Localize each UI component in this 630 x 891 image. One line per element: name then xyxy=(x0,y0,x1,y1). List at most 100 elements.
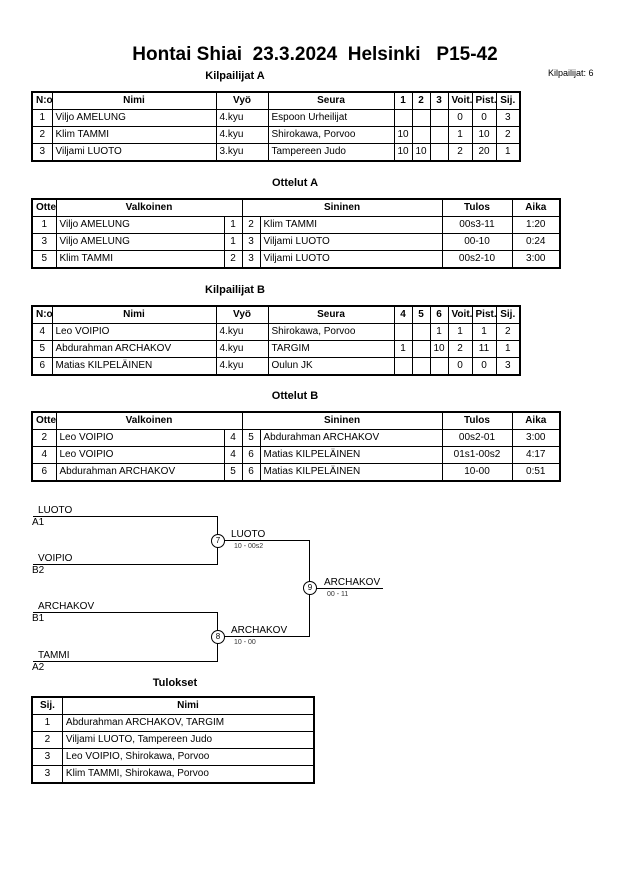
column-header: Seura xyxy=(267,305,395,324)
matches-b-table: OtteluValkoinenSininenTulosAika2Leo VOIP… xyxy=(31,411,561,482)
table-cell: Viljami LUOTO xyxy=(259,233,443,251)
column-header: Sininen xyxy=(241,411,443,430)
bracket-s2-top-seed: B1 xyxy=(32,613,45,624)
table-cell xyxy=(411,340,431,358)
column-header: Sij. xyxy=(495,91,521,110)
table-cell xyxy=(411,357,431,376)
column-header: Voit. xyxy=(447,91,473,110)
results-title: Tulokset xyxy=(152,677,198,689)
table-cell: Klim TAMMI xyxy=(55,250,225,269)
table-cell: 10-00 xyxy=(441,463,513,482)
pool-b-title: Kilpailijat B xyxy=(205,284,265,296)
bracket-line xyxy=(33,564,218,565)
column-header: Ottelu xyxy=(31,411,57,430)
table-cell: Espoon Urheilijat xyxy=(267,109,395,127)
bracket-s1-top-seed: A1 xyxy=(32,517,45,528)
column-header: 1 xyxy=(393,91,413,110)
table-cell: 01s1-00s2 xyxy=(441,446,513,464)
column-header: Tulos xyxy=(441,411,513,430)
table-cell: 0 xyxy=(471,357,497,376)
table-cell: Viljo AMELUNG xyxy=(55,216,225,234)
table-cell: Viljo AMELUNG xyxy=(55,233,225,251)
table-cell: 5 xyxy=(223,463,243,482)
table-cell: 4:17 xyxy=(511,446,561,464)
table-cell: 10 xyxy=(471,126,497,144)
table-cell: 1 xyxy=(223,233,243,251)
matches-a-title: Ottelut A xyxy=(271,177,319,189)
bracket-s1-bot-seed: B2 xyxy=(32,565,45,576)
table-cell xyxy=(411,126,431,144)
table-cell: 00s2-01 xyxy=(441,429,513,447)
table-cell: 4.kyu xyxy=(215,340,269,358)
table-cell: 4 xyxy=(223,429,243,447)
bracket-s1-bot-name: VOIPIO xyxy=(38,553,73,564)
table-cell: Abdurahman ARCHAKOV xyxy=(51,340,217,358)
match-9-score: 00 - 11 xyxy=(327,591,349,598)
table-cell: 6 xyxy=(241,463,261,482)
table-cell: Viljami LUOTO, Tampereen Judo xyxy=(61,731,315,749)
table-cell xyxy=(429,357,449,376)
page-title: Hontai Shiai 23.3.2024 Helsinki P15-42 xyxy=(132,44,498,65)
column-header: N:o xyxy=(31,91,53,110)
column-header: Aika xyxy=(511,198,561,217)
table-cell: Shirokawa, Porvoo xyxy=(267,126,395,144)
table-cell: Abdurahman ARCHAKOV xyxy=(55,463,225,482)
table-cell: 2 xyxy=(31,429,57,447)
table-cell: Tampereen Judo xyxy=(267,143,395,162)
match-9-winner: ARCHAKOV xyxy=(324,577,381,588)
match-9-marker: 9 xyxy=(303,581,317,595)
column-header: 4 xyxy=(393,305,413,324)
table-cell: 1 xyxy=(31,714,63,732)
table-cell: 0 xyxy=(447,109,473,127)
column-header: Valkoinen xyxy=(55,198,243,217)
column-header: 2 xyxy=(411,91,431,110)
column-header: 6 xyxy=(429,305,449,324)
match-8-score: 10 - 00 xyxy=(234,639,256,646)
bracket-line xyxy=(33,661,218,662)
table-cell: 3 xyxy=(241,250,261,269)
table-cell: 1 xyxy=(393,340,413,358)
table-cell: 2 xyxy=(223,250,243,269)
table-cell: Klim TAMMI xyxy=(259,216,443,234)
competitors-count: Kilpailijat: 6 xyxy=(548,68,594,78)
column-header: Sij. xyxy=(495,305,521,324)
table-cell: Abdurahman ARCHAKOV xyxy=(259,429,443,447)
table-cell: 3 xyxy=(31,748,63,766)
matches-b-title: Ottelut B xyxy=(271,390,319,402)
table-cell: 0:51 xyxy=(511,463,561,482)
table-cell: 1 xyxy=(447,323,473,341)
table-cell: 3 xyxy=(31,765,63,784)
table-header-row: OtteluValkoinenSininenTulosAika xyxy=(31,198,561,217)
bracket-line xyxy=(224,636,310,637)
bracket-s2-top-name: ARCHAKOV xyxy=(38,601,95,612)
column-header: Sij. xyxy=(31,696,63,715)
table-cell: 00s3-11 xyxy=(441,216,513,234)
bracket-line xyxy=(224,540,310,541)
table-cell: 3:00 xyxy=(511,250,561,269)
bracket-line xyxy=(33,612,218,613)
match-8-winner: ARCHAKOV xyxy=(231,625,288,636)
table-cell: 3 xyxy=(31,233,57,251)
bracket-line xyxy=(33,516,218,517)
table-cell: Klim TAMMI, Shirokawa, Porvoo xyxy=(61,765,315,784)
table-cell: Leo VOIPIO xyxy=(55,446,225,464)
column-header: Nimi xyxy=(51,91,217,110)
table-cell: 3:00 xyxy=(511,429,561,447)
table-cell: 10 xyxy=(393,126,413,144)
table-header-row: Sij.Nimi xyxy=(31,696,315,715)
column-header: Seura xyxy=(267,91,395,110)
table-cell: 1 xyxy=(495,340,521,358)
table-cell: 4.kyu xyxy=(215,357,269,376)
table-cell: 3 xyxy=(495,109,521,127)
table-cell: 1 xyxy=(471,323,497,341)
table-cell: 2 xyxy=(495,323,521,341)
